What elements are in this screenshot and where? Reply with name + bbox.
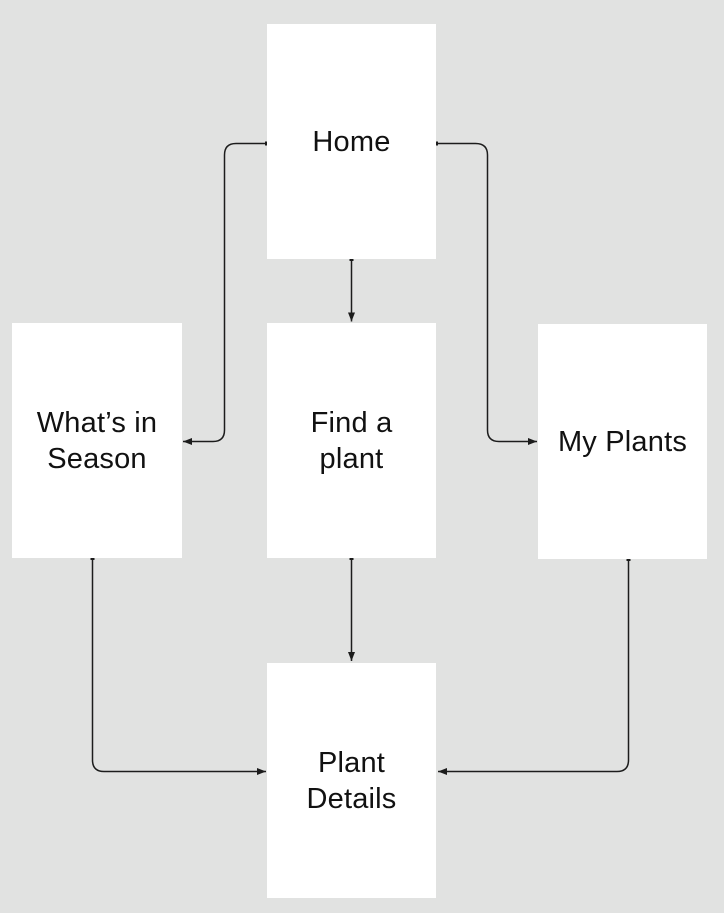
- edge-my-plants-to-plant-details: [438, 557, 631, 775]
- edge-home-to-whats-in-season: [183, 141, 269, 445]
- node-whats-in-season-label: What’s in Season: [36, 406, 158, 475]
- node-home[interactable]: Home: [267, 24, 436, 259]
- edge-home-to-my-plants: [434, 141, 537, 445]
- node-whats-in-season[interactable]: What’s in Season: [12, 323, 182, 558]
- node-home-label: Home: [312, 125, 391, 158]
- node-find-a-plant-label: Find a plant: [310, 406, 393, 475]
- node-plant-details[interactable]: Plant Details: [267, 663, 436, 898]
- edge-whats-in-season-to-plant-details: [90, 556, 266, 775]
- node-plant-details-label: Plant Details: [306, 746, 397, 815]
- node-find-a-plant[interactable]: Find a plant: [267, 323, 436, 558]
- node-my-plants-label: My Plants: [557, 425, 688, 458]
- node-my-plants[interactable]: My Plants: [538, 324, 707, 559]
